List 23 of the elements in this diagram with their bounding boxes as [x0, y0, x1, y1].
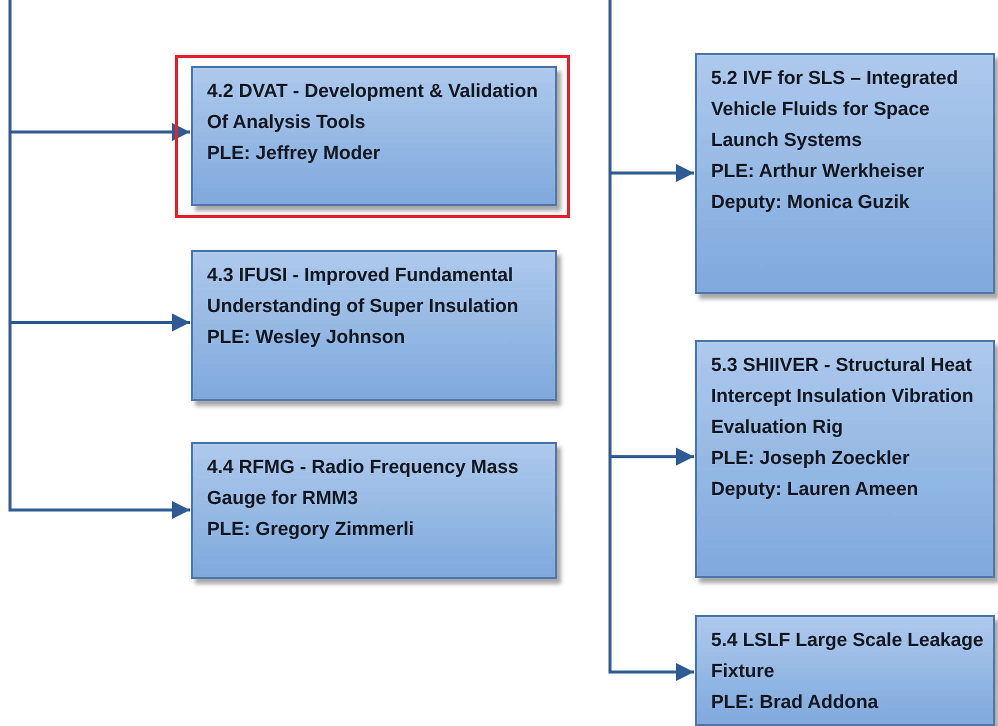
package-title: 5.4 LSLF Large Scale Leakage Fixture	[711, 629, 984, 684]
person-name: PLE: Arthur Werkheiser	[711, 160, 926, 184]
work-package-box	[191, 66, 557, 206]
package-title: 5.2 IVF for SLS – Integrated Vehicle Fluids for Space Launch Systems	[711, 67, 960, 153]
person-name: PLE: Wesley Johnson	[207, 326, 406, 350]
work-package-box	[191, 250, 557, 401]
highlight-frame	[175, 55, 570, 218]
arrow	[8, 0, 190, 519]
work-package-box	[191, 442, 557, 579]
work-package-box	[695, 340, 995, 578]
package-title: 5.3 SHIIVER - Structural Heat Intercept Insulation Vibration Evaluation Rig	[711, 354, 975, 440]
person-name: PLE: Brad Addona	[711, 691, 880, 715]
package-title: 4.3 IFUSI - Improved Fundamental Understanding of Super Insulation	[207, 264, 520, 319]
person-name: Deputy: Monica Guzik	[711, 191, 910, 215]
package-title: 4.4 RFMG - Radio Frequency Mass Gauge for RMM3	[207, 456, 520, 511]
person-name: PLE: Joseph Zoeckler	[711, 447, 911, 471]
package-title: 4.2 DVAT - Development & Validation Of Analysis Tools	[207, 80, 539, 135]
person-name: PLE: Jeffrey Moder	[207, 142, 382, 166]
person-name: Deputy: Lauren Ameen	[711, 478, 920, 502]
work-package-box	[695, 615, 995, 726]
work-package-box	[695, 53, 995, 294]
arrow	[608, 0, 694, 681]
person-name: PLE: Gregory Zimmerli	[207, 518, 415, 542]
